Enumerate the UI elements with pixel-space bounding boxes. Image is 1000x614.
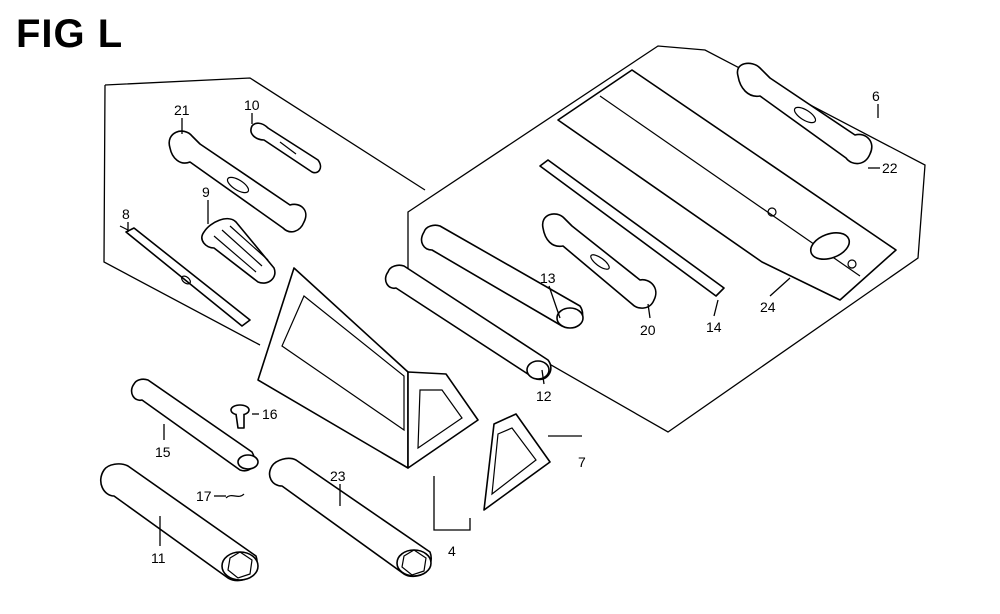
figure-title: FIG L bbox=[16, 12, 124, 56]
part-12-plug-wrench bbox=[384, 264, 552, 381]
part-10-screwdriver-bit bbox=[250, 122, 322, 174]
callout-9: 9 bbox=[202, 184, 210, 200]
callout-16: 16 bbox=[262, 406, 278, 422]
callout-4: 4 bbox=[448, 543, 456, 559]
callout-12: 12 bbox=[536, 388, 552, 404]
callout-7: 7 bbox=[578, 454, 586, 470]
part-14-tommy-bar bbox=[539, 159, 725, 297]
callout-8: 8 bbox=[122, 206, 130, 222]
part-20-open-end-wrench bbox=[541, 213, 657, 309]
part-13-plug-wrench bbox=[420, 224, 584, 329]
part-4-tool-case bbox=[257, 267, 551, 511]
callout-24: 24 bbox=[760, 299, 776, 315]
callout-17: 17 bbox=[196, 488, 212, 504]
part-24-tool-roll bbox=[557, 69, 897, 301]
part-11-box-spanner bbox=[99, 463, 259, 582]
part-6-open-end-wrench bbox=[736, 62, 873, 165]
callout-10: 10 bbox=[244, 97, 260, 113]
callout-6: 6 bbox=[872, 88, 880, 104]
callout-22: 22 bbox=[882, 160, 898, 176]
left-kit-boundary bbox=[103, 77, 426, 346]
part-21-open-end-wrench bbox=[168, 130, 307, 233]
part-9-screwdriver-handle bbox=[201, 217, 276, 284]
callout-11: 11 bbox=[151, 550, 166, 566]
part-23-box-spanner bbox=[268, 457, 432, 577]
callout-23: 23 bbox=[330, 468, 346, 484]
callout-20: 20 bbox=[640, 322, 656, 338]
callout-13: 13 bbox=[540, 270, 556, 286]
part-16-bolt bbox=[230, 404, 250, 429]
callout-15: 15 bbox=[155, 444, 171, 460]
callout-21: 21 bbox=[174, 102, 190, 118]
part-8-screwdriver bbox=[119, 225, 251, 327]
leader-lines bbox=[127, 104, 880, 546]
part-15-tube bbox=[130, 378, 259, 472]
part-17-pin bbox=[225, 493, 245, 499]
callout-14: 14 bbox=[706, 319, 722, 335]
